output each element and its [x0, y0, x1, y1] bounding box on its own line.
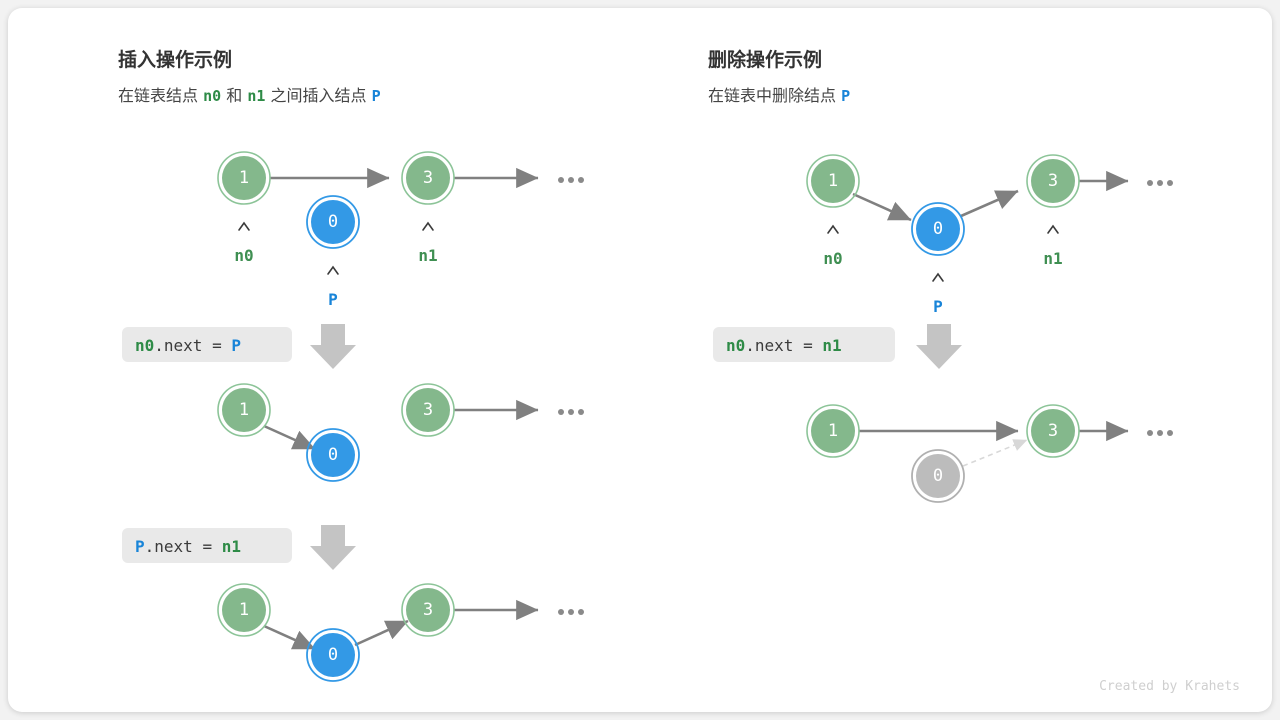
node-label-n1: n1 [418, 246, 437, 265]
footer-credit: Created by Krahets [1099, 679, 1240, 694]
node-value: 3 [1048, 421, 1058, 441]
node-value: 0 [933, 466, 943, 486]
node-value: 1 [828, 171, 838, 191]
node-value: 0 [328, 645, 338, 665]
code-label-step1: n0.next = P [135, 336, 241, 355]
edge-removed-node-dangling [962, 439, 1028, 467]
down-arrow-icon [310, 324, 356, 369]
node-n1: 3 [1026, 154, 1080, 208]
panel-delete: 删除操作示例 在链表中删除结点 P 1 n0 0 [708, 48, 1173, 503]
node-n0: 1 [806, 404, 860, 458]
node-value: 1 [828, 421, 838, 441]
code-label-step1: n0.next = n1 [726, 336, 842, 355]
insert-step-2: P.next = n1 [122, 525, 356, 570]
node-value: 1 [239, 168, 249, 188]
node-value: 3 [423, 400, 433, 420]
ellipsis-dots [1147, 430, 1173, 436]
node-n1: 3 [401, 583, 455, 637]
node-p: 0 [911, 202, 965, 256]
node-label-p: P [933, 297, 943, 316]
delete-row-after: 1 0 3 [806, 404, 1173, 503]
caret-icon [327, 265, 339, 275]
edge-n0-to-p [263, 624, 316, 651]
insert-row-after-step1: 1 0 3 [217, 383, 584, 482]
edge-n0-to-p [263, 424, 316, 451]
caret-icon [1047, 224, 1059, 234]
node-n1: 3 [401, 383, 455, 437]
down-arrow-icon [310, 525, 356, 570]
node-value: 0 [933, 219, 943, 239]
panel-delete-title: 删除操作示例 [708, 48, 822, 71]
node-p: 0 [306, 628, 360, 682]
insert-step-1: n0.next = P [122, 324, 356, 369]
down-arrow-icon [916, 324, 962, 369]
ellipsis-dots [1147, 180, 1173, 186]
node-value: 0 [328, 445, 338, 465]
code-label-step2: P.next = n1 [135, 537, 241, 556]
panel-insert-subtitle: 在链表结点 n0 和 n1 之间插入结点 P [118, 86, 381, 105]
node-value: 1 [239, 400, 249, 420]
node-label-p: P [328, 290, 338, 309]
node-value: 3 [423, 600, 433, 620]
node-label-n1: n1 [1043, 249, 1062, 268]
node-value: 0 [328, 212, 338, 232]
ellipsis-dots [558, 409, 584, 415]
linked-list-diagram: 插入操作示例 在链表结点 n0 和 n1 之间插入结点 P 1 n0 [118, 48, 1240, 694]
code-box-bg [713, 327, 895, 362]
panel-insert: 插入操作示例 在链表结点 n0 和 n1 之间插入结点 P 1 n0 [118, 48, 584, 682]
node-value: 3 [1048, 171, 1058, 191]
node-value: 1 [239, 600, 249, 620]
delete-step-1: n0.next = n1 [713, 324, 962, 369]
edge-p-to-n1 [354, 619, 409, 647]
node-p: 0 [306, 195, 360, 249]
panel-delete-subtitle: 在链表中删除结点 P [708, 86, 850, 105]
ellipsis-dots [558, 609, 584, 615]
caret-icon [238, 221, 250, 231]
node-value: 3 [423, 168, 433, 188]
node-n1: 3 [1026, 404, 1080, 458]
code-box-bg [122, 528, 292, 563]
caret-icon [827, 224, 839, 234]
diagram-card: 插入操作示例 在链表结点 n0 和 n1 之间插入结点 P 1 n0 [8, 8, 1272, 712]
delete-row-initial: 1 n0 0 P 3 n1 [806, 154, 1173, 316]
node-label-n0: n0 [234, 246, 253, 265]
caret-icon [422, 221, 434, 231]
insert-row-initial: 1 n0 0 P 3 n1 [217, 151, 584, 309]
node-n1: 3 [401, 151, 455, 205]
node-n0: 1 [217, 583, 271, 637]
insert-row-after-step2: 1 0 3 [217, 583, 584, 682]
node-n0: 1 [217, 151, 271, 205]
ellipsis-dots [558, 177, 584, 183]
caret-icon [932, 272, 944, 282]
code-box-bg [122, 327, 292, 362]
node-n0: 1 [806, 154, 860, 208]
node-n0: 1 [217, 383, 271, 437]
edge-n0-to-p [852, 192, 912, 222]
node-label-n0: n0 [823, 249, 842, 268]
node-removed: 0 [911, 449, 965, 503]
node-p: 0 [306, 428, 360, 482]
panel-insert-title: 插入操作示例 [118, 48, 232, 71]
edge-p-to-n1 [960, 189, 1019, 218]
